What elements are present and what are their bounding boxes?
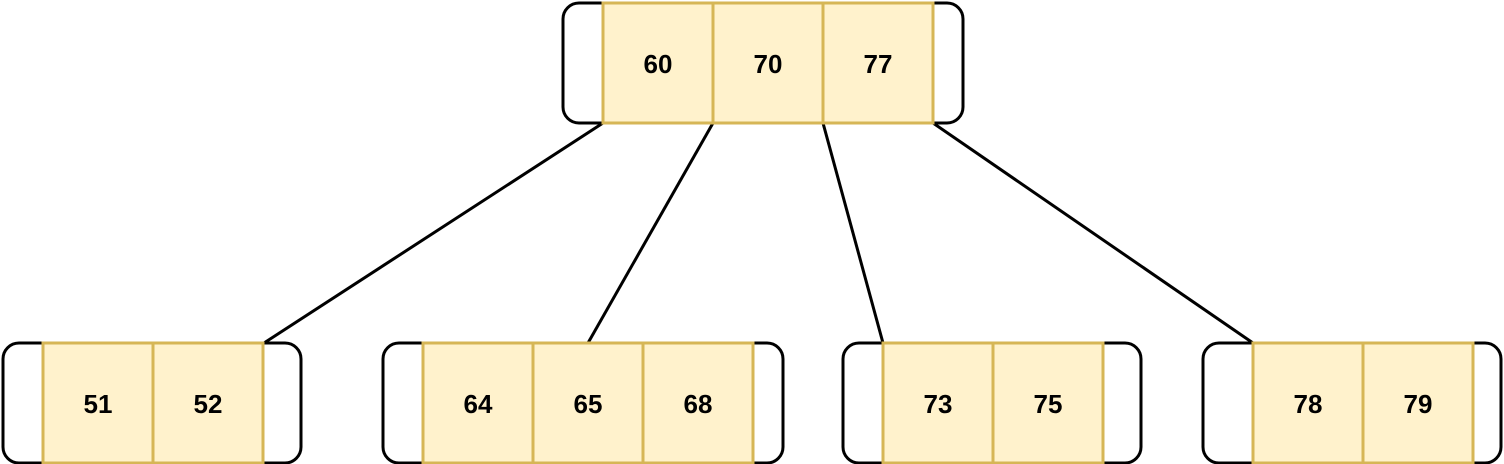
child-1-key-cell-2 — [151, 341, 265, 464]
edge-root-to-child-2 — [586, 122, 715, 344]
tree-edges — [263, 121, 1254, 345]
child-node-2: 64 65 68 — [381, 341, 785, 464]
edge-root-to-child-4 — [932, 121, 1254, 345]
child-2-key-cell-1 — [421, 341, 535, 464]
child-4-key-1: 78 — [1294, 389, 1323, 419]
child-4-key-cell-2 — [1361, 341, 1475, 464]
child-3-key-1: 73 — [924, 389, 953, 419]
child-3-key-cell-2 — [991, 341, 1105, 464]
edge-root-to-child-3 — [821, 122, 885, 344]
child-2-key-2: 65 — [574, 389, 603, 419]
child-1-key-1: 51 — [84, 389, 113, 419]
child-2-key-cell-3 — [641, 341, 755, 464]
root-key-cell-3 — [821, 1, 935, 125]
child-3-key-2: 75 — [1034, 389, 1063, 419]
root-node: 60 70 77 — [561, 1, 965, 125]
root-key-cell-1 — [601, 1, 715, 125]
child-4-key-cell-1 — [1251, 341, 1365, 464]
root-key-cell-2 — [711, 1, 825, 125]
child-4-key-2: 79 — [1404, 389, 1433, 419]
root-key-1: 60 — [644, 49, 673, 79]
child-1-key-2: 52 — [194, 389, 223, 419]
root-key-2: 70 — [754, 49, 783, 79]
child-node-3: 73 75 — [841, 341, 1143, 464]
child-node-1: 51 52 — [1, 341, 303, 464]
edge-root-to-child-1 — [263, 121, 604, 345]
child-2-key-cell-2 — [531, 341, 645, 464]
child-1-key-cell-1 — [41, 341, 155, 464]
child-2-key-1: 64 — [464, 389, 493, 419]
child-node-4: 78 79 — [1201, 341, 1503, 464]
root-key-3: 77 — [864, 49, 893, 79]
child-3-key-cell-1 — [881, 341, 995, 464]
child-2-key-3: 68 — [684, 389, 713, 419]
